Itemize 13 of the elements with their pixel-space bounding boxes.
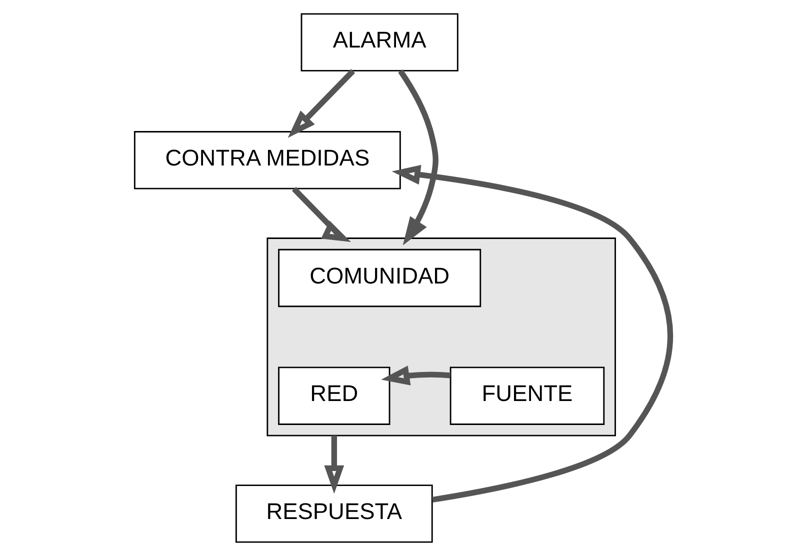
node-box: RESPUESTA: [234, 484, 432, 543]
arrow: [291, 186, 350, 242]
arrow: [380, 366, 450, 386]
arrow: [287, 69, 355, 138]
node-box: ALARMA: [300, 13, 458, 72]
node-box: CONTRA MEDIDAS: [133, 131, 400, 190]
arrow: [398, 69, 438, 246]
node-box: COMUNIDAD: [278, 248, 481, 308]
node-box: RED: [278, 366, 390, 425]
node-box: FUENTE: [449, 366, 604, 425]
arrow: [324, 436, 344, 494]
arrow: [391, 164, 672, 503]
cluster: [266, 238, 616, 436]
